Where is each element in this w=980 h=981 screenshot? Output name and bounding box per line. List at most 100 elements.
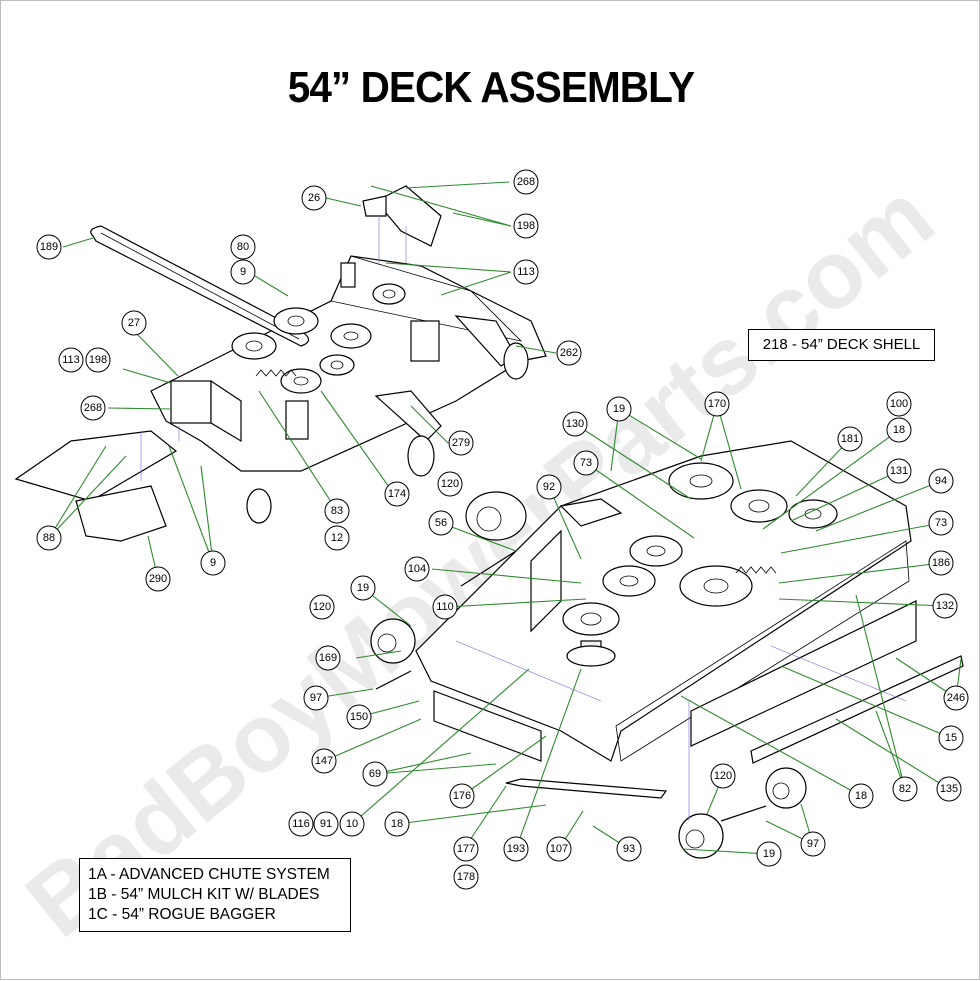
- callout-73-top[interactable]: 73: [573, 450, 599, 476]
- callout-169[interactable]: 169: [315, 645, 341, 671]
- callout-177[interactable]: 177: [453, 836, 479, 862]
- callout-120-top[interactable]: 120: [437, 471, 463, 497]
- svg-text:12: 12: [331, 532, 343, 544]
- callout-82[interactable]: 82: [892, 776, 918, 802]
- svg-text:19: 19: [613, 403, 625, 415]
- svg-text:290: 290: [149, 573, 167, 585]
- svg-text:88: 88: [43, 532, 55, 544]
- callout-9-mid[interactable]: 9: [200, 550, 226, 576]
- svg-text:97: 97: [310, 692, 322, 704]
- callout-26[interactable]: 26: [301, 185, 327, 211]
- callout-290[interactable]: 290: [145, 566, 171, 592]
- svg-text:116: 116: [292, 818, 310, 830]
- callout-131[interactable]: 131: [886, 458, 912, 484]
- callout-189[interactable]: 189: [36, 234, 62, 260]
- callout-132[interactable]: 132: [932, 593, 958, 619]
- callout-15[interactable]: 15: [938, 725, 964, 751]
- callout-120-bottom[interactable]: 120: [710, 763, 736, 789]
- svg-text:176: 176: [453, 790, 471, 802]
- page-title: 54” DECK ASSEMBLY: [287, 63, 695, 112]
- callout-80[interactable]: 80: [230, 234, 256, 260]
- callout-10[interactable]: 10: [339, 811, 365, 837]
- callout-9-top[interactable]: 9: [230, 259, 256, 285]
- callout-135[interactable]: 135: [936, 776, 962, 802]
- svg-text:174: 174: [388, 488, 406, 500]
- deck-arm-front: [374, 390, 442, 442]
- callout-27[interactable]: 27: [121, 310, 147, 336]
- svg-text:73: 73: [935, 517, 947, 529]
- idler-spring: [735, 566, 777, 574]
- callout-19-top[interactable]: 19: [606, 396, 632, 422]
- callout-107[interactable]: 107: [546, 836, 572, 862]
- svg-text:9: 9: [210, 557, 216, 569]
- callout-176[interactable]: 176: [449, 783, 475, 809]
- svg-text:189: 189: [40, 241, 58, 253]
- svg-text:186: 186: [932, 557, 950, 569]
- callout-91[interactable]: 91: [313, 811, 339, 837]
- callout-19-bottom[interactable]: 19: [756, 841, 782, 867]
- kit-item: 1B - 54” MULCH KIT W/ BLADES: [88, 886, 320, 903]
- wheel-bracket: [530, 529, 562, 633]
- svg-text:18: 18: [855, 790, 867, 802]
- svg-text:198: 198: [517, 220, 535, 232]
- svg-text:27: 27: [128, 317, 140, 329]
- callout-147[interactable]: 147: [311, 748, 337, 774]
- callout-100[interactable]: 100: [886, 391, 912, 417]
- svg-text:113: 113: [517, 266, 535, 278]
- callout-104[interactable]: 104: [404, 556, 430, 582]
- chute-bracket: [170, 380, 212, 424]
- callout-97-left[interactable]: 97: [303, 685, 329, 711]
- callout-12[interactable]: 12: [324, 525, 350, 551]
- svg-text:80: 80: [237, 241, 249, 253]
- callout-193[interactable]: 193: [503, 836, 529, 862]
- callout-279[interactable]: 279: [448, 430, 474, 456]
- callout-113-top[interactable]: 113: [513, 259, 539, 285]
- callout-110[interactable]: 110: [432, 594, 458, 620]
- callout-94[interactable]: 94: [928, 468, 954, 494]
- callout-181[interactable]: 181: [837, 426, 863, 452]
- tension-spring: [255, 369, 297, 377]
- callout-150[interactable]: 150: [346, 704, 372, 730]
- svg-text:198: 198: [89, 354, 107, 366]
- callout-120-left[interactable]: 120: [309, 594, 335, 620]
- callout-116[interactable]: 116: [288, 811, 314, 837]
- svg-text:15: 15: [945, 732, 957, 744]
- callout-19-left[interactable]: 19: [350, 575, 376, 601]
- lower-pulleys: [562, 462, 838, 636]
- gauge-wheel-3: [246, 488, 272, 524]
- callout-88[interactable]: 88: [36, 525, 62, 551]
- svg-text:268: 268: [517, 176, 535, 188]
- callout-262[interactable]: 262: [556, 340, 582, 366]
- svg-text:135: 135: [940, 783, 958, 795]
- callout-268-top[interactable]: 268: [513, 169, 539, 195]
- kit-list: 1A - ADVANCED CHUTE SYSTEM 1B - 54” MULC…: [79, 858, 351, 932]
- anti-scalp-wheel-120c: [678, 813, 724, 859]
- callout-174[interactable]: 174: [384, 481, 410, 507]
- callout-83[interactable]: 83: [324, 498, 350, 524]
- callout-268-left[interactable]: 268: [80, 395, 106, 421]
- callout-198-top[interactable]: 198: [513, 213, 539, 239]
- callout-170[interactable]: 170: [704, 391, 730, 417]
- callout-69[interactable]: 69: [362, 761, 388, 787]
- callout-97-right[interactable]: 97: [800, 831, 826, 857]
- callout-246[interactable]: 246: [943, 685, 969, 711]
- callout-18-bottom[interactable]: 18: [384, 811, 410, 837]
- anti-scalp-wheel-120d: [765, 767, 807, 809]
- callout-178[interactable]: 178: [453, 864, 479, 890]
- callout-56[interactable]: 56: [428, 510, 454, 536]
- callout-73-right[interactable]: 73: [928, 510, 954, 536]
- callout-93[interactable]: 93: [616, 836, 642, 862]
- svg-text:19: 19: [357, 582, 369, 594]
- svg-text:177: 177: [457, 843, 475, 855]
- svg-text:73: 73: [580, 457, 592, 469]
- callout-92[interactable]: 92: [536, 474, 562, 500]
- callout-198-left[interactable]: 198: [85, 347, 111, 373]
- svg-text:26: 26: [308, 192, 320, 204]
- callout-186[interactable]: 186: [928, 550, 954, 576]
- callout-113-left[interactable]: 113: [58, 347, 84, 373]
- kit-item: 1C - 54” ROGUE BAGGER: [88, 906, 276, 923]
- svg-text:92: 92: [543, 481, 555, 493]
- callout-130[interactable]: 130: [562, 411, 588, 437]
- callout-18-right[interactable]: 18: [848, 783, 874, 809]
- callout-18-top[interactable]: 18: [886, 417, 912, 443]
